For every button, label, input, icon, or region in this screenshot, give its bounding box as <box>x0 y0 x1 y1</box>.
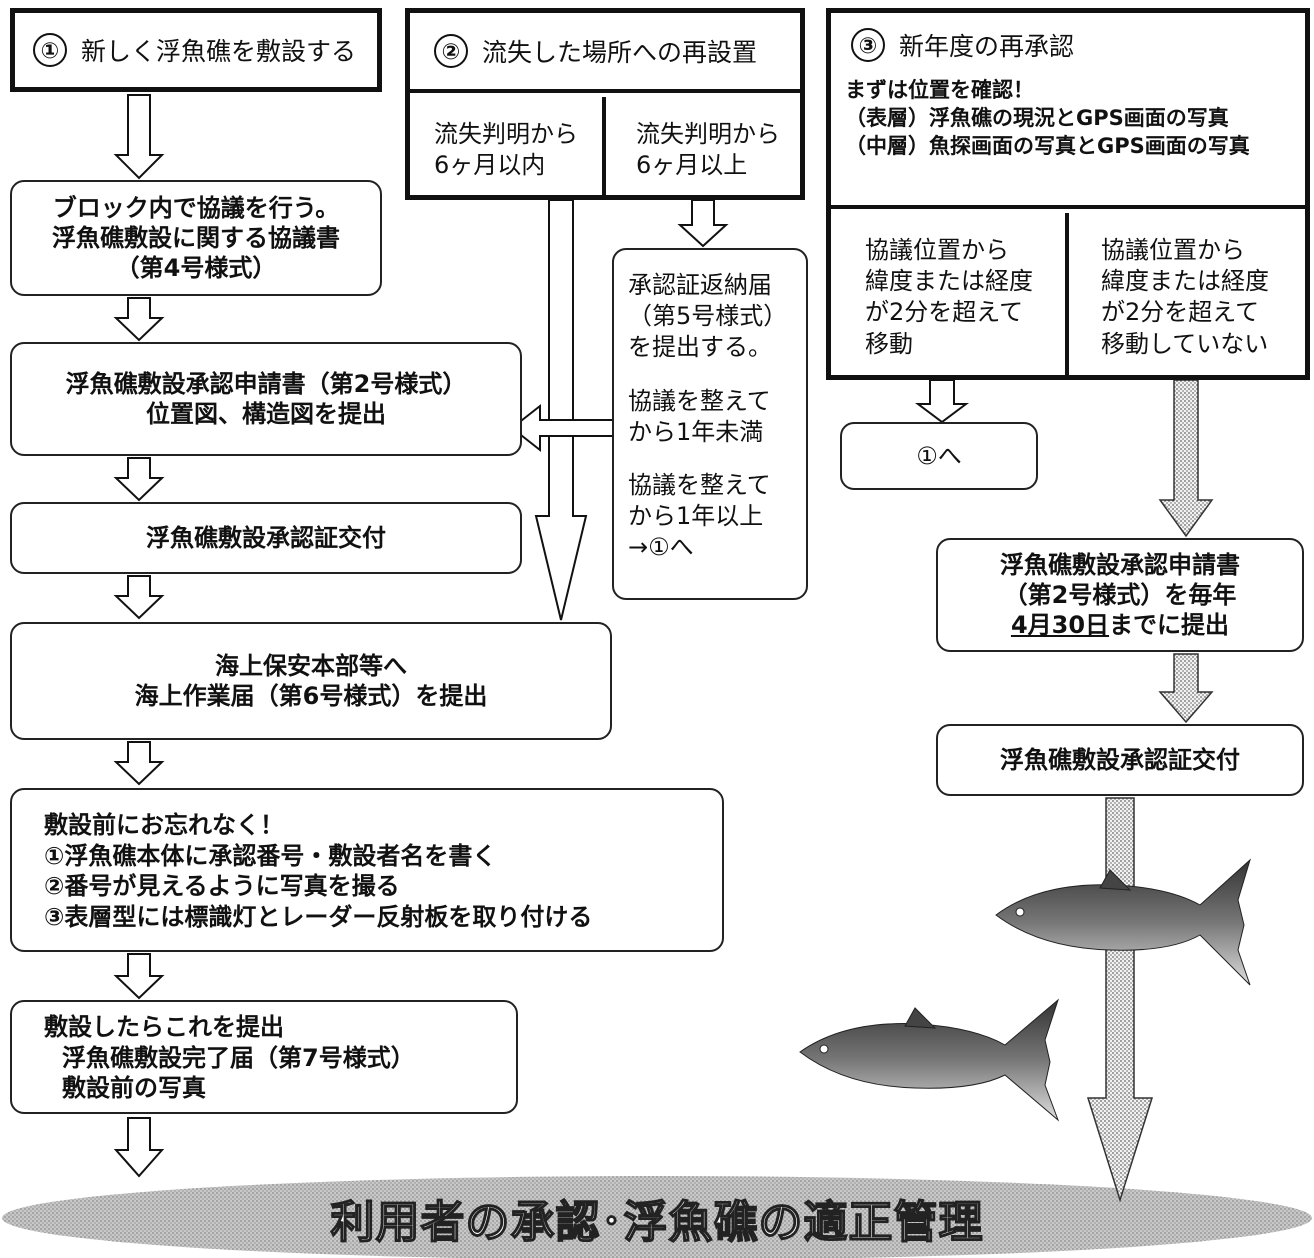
col2-header: ② 流失した場所への再設置 <box>410 13 800 93</box>
step-number-badge: ② <box>434 34 468 68</box>
col2-header-block: ② 流失した場所への再設置 流失判明から 6ヶ月以内 流失判明から 6ヶ月以上 <box>405 8 805 200</box>
step-number-badge: ① <box>33 33 67 67</box>
col2-return-note: 承認証返納届 （第5号様式） を提出する。 協議を整えて から1年未満 協議を整… <box>612 248 808 600</box>
arrow-c2-short <box>677 199 729 248</box>
arrow-c1-2 <box>113 297 165 342</box>
arrow-c1-5 <box>113 741 165 786</box>
footer-title: 利用者の承認･浮魚礁の適正管理 <box>330 1196 984 1249</box>
deadline-date: 4月30日 <box>1010 611 1110 639</box>
tuna-fish-1 <box>995 858 1251 986</box>
arrow-c3-short <box>915 379 969 424</box>
footer-oval <box>2 1176 1312 1258</box>
arrow-c1-4 <box>113 575 165 620</box>
col3-step-certificate: 浮魚礁敷設承認証交付 <box>936 724 1304 796</box>
col1-step-maritime: 海上保安本部等へ 海上作業届（第6号様式）を提出 <box>10 622 612 740</box>
col3-goto-step1: ①へ <box>840 422 1038 490</box>
col3-header: ③ 新年度の再承認 まずは位置を確認！ （表層）浮魚礁の現況とGPS画面の写真 … <box>831 13 1305 209</box>
col1-header: ① 新しく浮魚礁を敷設する <box>10 8 382 92</box>
col3-header-block: ③ 新年度の再承認 まずは位置を確認！ （表層）浮魚礁の現況とGPS画面の写真 … <box>826 8 1310 380</box>
col2-within-6-months: 流失判明から 6ヶ月以内 <box>410 97 606 195</box>
arrow-c2-left <box>510 403 623 453</box>
arrow-c1-1 <box>113 94 165 180</box>
arrow-c2-long <box>534 199 588 621</box>
col1-step-consultation: ブロック内で協議を行う。 浮魚礁敷設に関する協議書 （第4号様式） <box>10 180 382 296</box>
col3-moved-over-2min: 協議位置から 緯度または経度 が2分を超えて 移動 <box>831 213 1069 375</box>
tuna-fish-2 <box>799 998 1060 1122</box>
arrow-c1-6 <box>113 953 165 1000</box>
col1-step-completion: 敷設したらこれを提出 浮魚礁敷設完了届（第7号様式） 敷設前の写真 <box>10 1000 518 1114</box>
col1-step-application: 浮魚礁敷設承認申請書（第2号様式） 位置図、構造図を提出 <box>10 342 522 456</box>
col3-intro: まずは位置を確認！ （表層）浮魚礁の現況とGPS画面の写真 （中層）魚探画面の写… <box>845 78 1250 158</box>
col3-step-application: 浮魚礁敷設承認申請書 （第2号様式）を毎年 4月30日までに提出 <box>936 538 1304 652</box>
col2-header-label: 流失した場所への再設置 <box>482 38 758 67</box>
col3-header-label: 新年度の再承認 <box>899 32 1075 61</box>
arrow-c3-dotted-2 <box>1158 653 1214 724</box>
col2-over-6-months: 流失判明から 6ヶ月以上 <box>636 120 780 180</box>
col1-step-checklist: 敷設前にお忘れなく！ ①浮魚礁本体に承認番号・敷設者名を書く ②番号が見えるよう… <box>10 788 724 952</box>
arrow-c3-dotted-3 <box>1086 797 1154 1203</box>
col1-step-certificate: 浮魚礁敷設承認証交付 <box>10 502 522 574</box>
col3-not-moved: 協議位置から 緯度または経度 が2分を超えて 移動していない <box>1101 236 1269 358</box>
arrow-c1-3 <box>113 457 165 502</box>
step-number-badge: ③ <box>851 28 885 62</box>
col1-header-label: 新しく浮魚礁を敷設する <box>81 37 357 66</box>
arrow-c3-dotted-1 <box>1158 379 1214 538</box>
arrow-c1-7 <box>113 1117 165 1178</box>
